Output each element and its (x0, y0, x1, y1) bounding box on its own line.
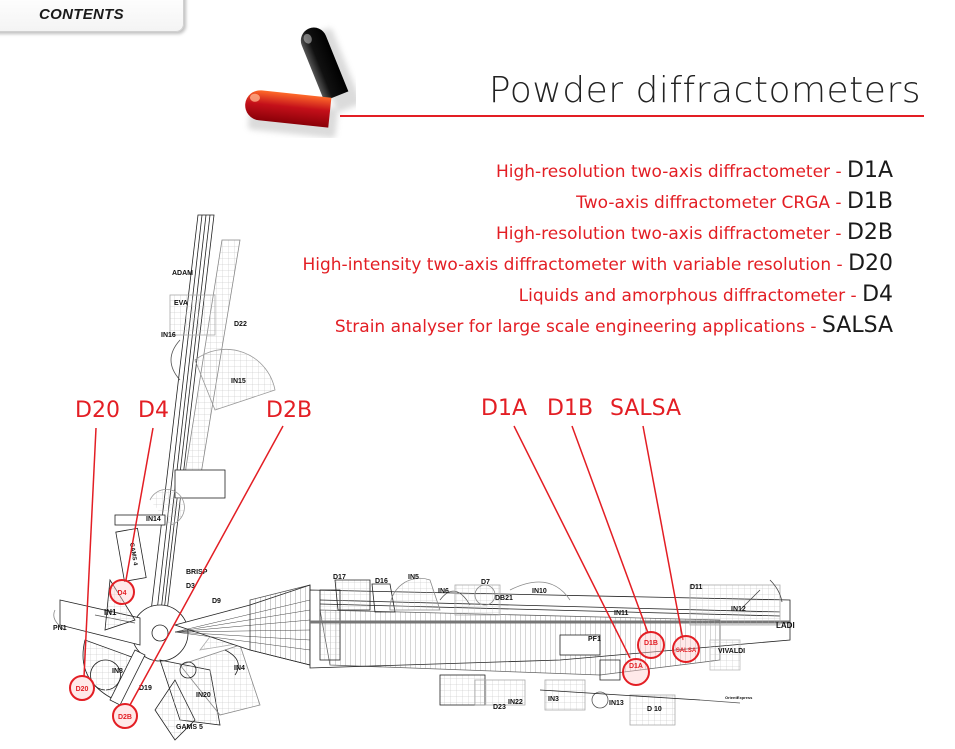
map-label-gams4: GAMS 4 (128, 542, 138, 566)
map-label-in5: IN5 (408, 574, 419, 581)
instrument-code: D20 (848, 251, 893, 276)
instrument-description: High-resolution two-axis diffractometer … (495, 162, 847, 182)
marker-label-d20: D20 (76, 686, 89, 693)
contents-button[interactable]: CONTENTS (0, 0, 184, 32)
leader-line-d20 (83, 427, 97, 678)
callout-leaders (83, 425, 684, 706)
leader-line-d4 (125, 427, 154, 581)
map-label-ladi: LADI (776, 621, 795, 630)
map-label-in1: IN1 (104, 608, 117, 617)
marker-salsa[interactable]: SALSA (672, 635, 700, 663)
marker-d1b[interactable]: D1B (637, 631, 665, 659)
map-label-gams5: GAMS 5 (176, 724, 203, 731)
callout-d2b[interactable]: D2B (266, 398, 313, 423)
marker-label-d2b: D2B (118, 714, 132, 721)
instrument-item-d1b[interactable]: Two-axis diffractometer CRGA - D1B (302, 189, 893, 220)
map-label-in8: IN8 (112, 668, 123, 675)
map-label-d19: D19 (139, 685, 152, 692)
map-label-d3: D3 (186, 583, 195, 590)
map-label-in15: IN15 (231, 378, 246, 385)
marker-d20[interactable]: D20 (69, 675, 95, 701)
instrument-code: D4 (862, 282, 893, 307)
callout-d1a[interactable]: D1A (481, 396, 527, 421)
map-label-adam: ADAM (172, 270, 193, 277)
leader-line-d2b (129, 425, 284, 706)
map-label-in11: IN11 (614, 610, 629, 617)
instrument-markers: D4 D20 D2B D1A D1B SALSA (69, 579, 700, 729)
reactor-hall (53, 578, 261, 741)
instrument-item-d4[interactable]: Liquids and amorphous diffractometer - D… (302, 282, 893, 313)
map-label-vivaldi: VIVALDI (718, 648, 745, 655)
callout-d20[interactable]: D20 (75, 398, 120, 423)
marker-d2b[interactable]: D2B (112, 703, 138, 729)
map-label-brisp: BRISP (186, 569, 208, 576)
leader-line-salsa (642, 425, 684, 641)
callout-salsa[interactable]: SALSA (610, 396, 682, 421)
map-label-in12: IN12 (731, 606, 746, 613)
instrument-item-d1a[interactable]: High-resolution two-axis diffractometer … (302, 158, 893, 189)
capsule-logo-icon (245, 27, 356, 138)
map-label-eva: EVA (174, 300, 188, 307)
map-label-d16: D16 (375, 578, 388, 585)
map-label-d10: D 10 (647, 706, 662, 713)
map-label-in13: IN13 (609, 700, 624, 707)
marker-label-d1b: D1B (644, 640, 658, 647)
map-label-db21: DB21 (495, 595, 513, 602)
map-label-in4: IN4 (234, 665, 245, 672)
instrument-code: D1A (847, 158, 893, 183)
map-label-in20: IN20 (196, 692, 211, 699)
map-label-d22: D22 (234, 321, 247, 328)
instrument-item-d2b[interactable]: High-resolution two-axis diffractometer … (302, 220, 893, 251)
page-title: Powder diffractometers (488, 70, 921, 111)
instrument-code: D2B (846, 220, 893, 245)
map-label-in22: IN22 (508, 699, 523, 706)
map-label-in16: IN16 (161, 332, 176, 339)
map-label-d7: D7 (481, 579, 490, 586)
instrument-item-salsa[interactable]: Strain analyser for large scale engineer… (302, 313, 893, 344)
marker-label-d1a: D1A (629, 663, 643, 670)
marker-label-salsa: SALSA (676, 648, 697, 654)
callout-d4[interactable]: D4 (138, 398, 169, 423)
map-label-d17: D17 (333, 574, 346, 581)
marker-d4[interactable]: D4 (109, 579, 135, 605)
marker-d1a[interactable]: D1A (622, 658, 650, 686)
map-label-in3: IN3 (548, 696, 559, 703)
map-label-pn1: PN1 (53, 625, 67, 632)
map-label-in14: IN14 (146, 516, 161, 523)
map-label-d9: D9 (212, 598, 221, 605)
map-label-in6: IN6 (438, 588, 449, 595)
instrument-list: High-resolution two-axis diffractometer … (302, 158, 893, 344)
contents-label: CONTENTS (39, 6, 124, 23)
title-divider (340, 115, 924, 117)
instrument-description: High-resolution two-axis diffractometer … (495, 224, 847, 244)
leader-line-d1b (571, 425, 649, 634)
map-label-pf1: PF1 (588, 636, 601, 643)
map-label-in10: IN10 (532, 588, 547, 595)
instrument-code: D1B (846, 189, 893, 214)
map-label-d11: D11 (690, 584, 703, 591)
marker-label-d4: D4 (118, 590, 127, 597)
instrument-description: Strain analyser for large scale engineer… (334, 317, 822, 337)
instrument-description: Two-axis diffractometer CRGA - (576, 193, 847, 213)
map-label-orient-express: OrientExpress (725, 695, 753, 700)
instrument-description: High-intensity two-axis diffractometer w… (302, 255, 849, 275)
instrument-item-d20[interactable]: High-intensity two-axis diffractometer w… (302, 251, 893, 282)
map-label-d23: D23 (493, 704, 506, 711)
callout-d1b[interactable]: D1B (547, 396, 594, 421)
guide-hall-east (173, 577, 791, 726)
map-labels: ADAM EVA IN16 D22 IN15 IN14 GAMS 4 BRISP… (53, 270, 795, 731)
instrument-code: SALSA (821, 313, 893, 338)
instrument-description: Liquids and amorphous diffractometer - (518, 286, 863, 306)
leader-line-d1a (513, 425, 631, 659)
